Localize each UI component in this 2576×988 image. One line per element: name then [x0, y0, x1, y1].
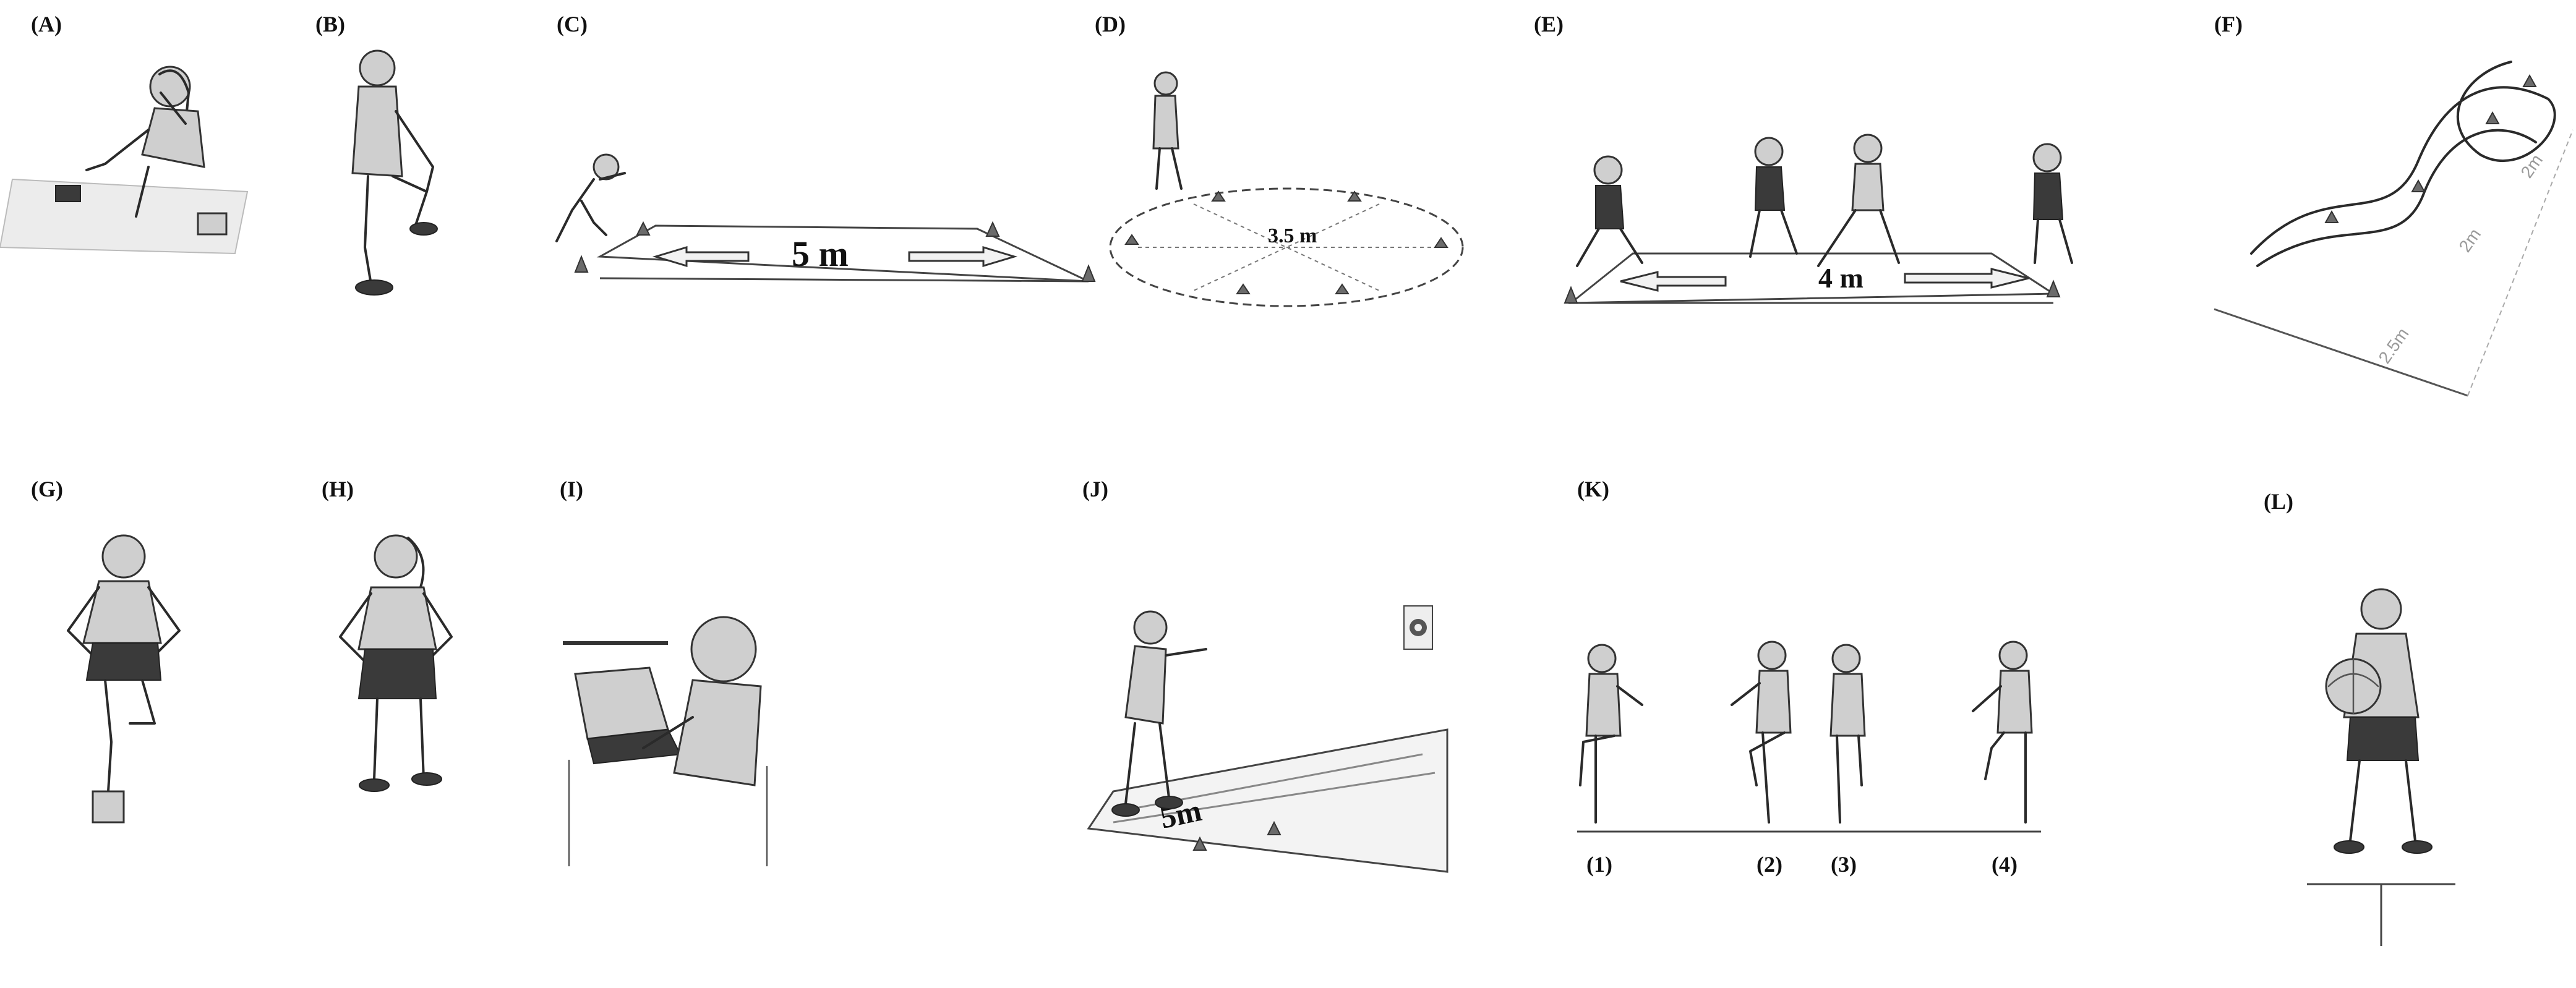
panel-label-k: (K): [1577, 477, 1609, 501]
distance-label-2m-a: 2m: [2455, 225, 2485, 256]
panel-label-b: (B): [315, 12, 345, 36]
stance-figure-2: [1731, 641, 1792, 824]
distance-label-3-5m: 3.5 m: [1268, 224, 1317, 247]
panel-label-i: (I): [560, 477, 583, 501]
panel-k: (K) (1) (2) (3) (4): [1559, 470, 2078, 988]
stance-figure-4: [1972, 641, 2033, 824]
panel-label-f: (F): [2214, 12, 2243, 36]
panel-c: (C) 5 m: [544, 0, 1101, 433]
panel-label-l: (L): [2264, 489, 2293, 514]
panel-i: (I): [544, 470, 804, 988]
stance-label-3: (3): [1831, 852, 1857, 877]
panel-l: (L): [2202, 470, 2576, 988]
panel-label-j: (J): [1082, 477, 1108, 501]
panel-label-e: (E): [1534, 12, 1564, 36]
sprint-course: 5 m: [555, 153, 1096, 283]
panel-e: (E) 4 m: [1521, 0, 2078, 433]
player-figure: [2032, 143, 2073, 264]
panel-label-c: (C): [557, 12, 588, 36]
panel-g: (G): [0, 470, 285, 988]
stance-figure-1: [1579, 644, 1643, 824]
laptop-figure: [563, 616, 768, 867]
panel-f: (F) 2.5m 2m 2m: [2202, 0, 2576, 433]
shuttle-course: 4 m: [1564, 134, 2073, 304]
ball-figure: [2307, 588, 2455, 946]
stance-label-2: (2): [1757, 852, 1782, 877]
distance-label-2-5m: 2.5m: [2375, 325, 2413, 367]
standing-child-figure: [351, 49, 438, 296]
player-figure: [1576, 155, 1643, 267]
standing-figure: [339, 534, 453, 792]
circle-course: 3.5 m: [1109, 71, 1464, 307]
player-figure: [1817, 134, 1900, 267]
panel-a: (A): [0, 0, 260, 433]
distance-label-5m: 5 m: [792, 234, 849, 274]
panel-label-d: (D): [1095, 12, 1126, 36]
throw-course: 5m: [1087, 605, 1448, 873]
panel-b: (B): [309, 0, 495, 433]
seated-child-figure: [0, 66, 249, 255]
balance-figure: [67, 534, 181, 824]
distance-label-4m: 4 m: [1818, 262, 1864, 294]
panel-j: (J) 5m: [1076, 470, 1484, 988]
panel-label-g: (G): [31, 477, 63, 501]
stance-label-4: (4): [1992, 852, 2018, 877]
stance-label-1: (1): [1586, 852, 1612, 877]
distance-label-2m-b: 2m: [2517, 151, 2547, 182]
stance-figure-3: [1829, 644, 1866, 824]
player-figure: [1749, 137, 1798, 258]
hop-sequence: (1) (2) (3) (4): [1577, 641, 2041, 877]
figure-eight-course: 2.5m 2m 2m: [2214, 61, 2574, 397]
panel-h: (H): [297, 470, 520, 988]
panel-label-a: (A): [31, 12, 62, 36]
panel-d: (D) 3.5 m: [1089, 0, 1521, 433]
panel-label-h: (H): [322, 477, 354, 501]
